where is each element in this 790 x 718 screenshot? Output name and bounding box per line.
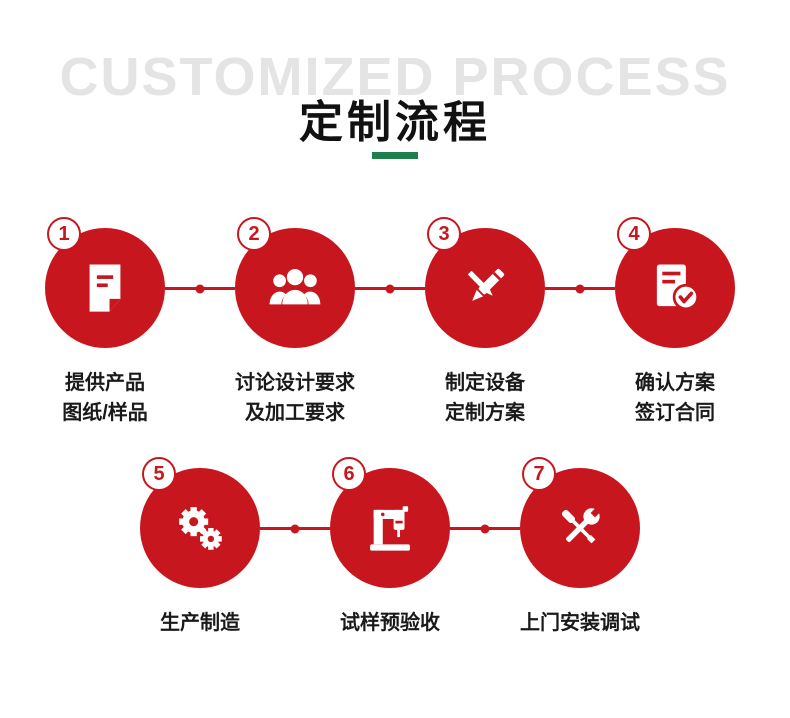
process-step-1: 1 提供产品 图纸/样品: [10, 217, 200, 428]
connector-dot: [290, 524, 300, 533]
step-circle: 1: [45, 217, 165, 348]
step-label: 制定设备 定制方案: [390, 368, 580, 428]
step-number-badge: 6: [332, 457, 366, 491]
process-step-2: 2 讨论设计要求 及加工要求: [200, 217, 390, 428]
step-number-badge: 3: [427, 217, 461, 251]
pen-icon: [468, 268, 505, 301]
step-label: 试样预验收: [295, 608, 485, 638]
step-number-badge: 4: [617, 217, 651, 251]
step-label: 讨论设计要求 及加工要求: [200, 368, 390, 428]
step-number: 5: [153, 462, 165, 485]
step-number-badge: 7: [522, 457, 556, 491]
connector-dot: [385, 284, 395, 293]
step-label-line: 及加工要求: [245, 402, 345, 424]
process-step-4: 4 确认方案 签订合同: [580, 217, 770, 428]
tools-icon: [561, 507, 601, 544]
step-number-badge: 2: [237, 217, 271, 251]
step-circle: 3: [425, 217, 545, 348]
gears-icon: [179, 507, 222, 550]
step-label-line: 试样预验收: [340, 612, 440, 634]
step-circle: 6: [330, 457, 450, 588]
step-label-line: 生产制造: [160, 612, 240, 634]
document-icon: [89, 264, 121, 312]
step-number: 2: [248, 222, 260, 245]
step-number: 4: [628, 222, 640, 245]
step-label-line: 确认方案: [635, 372, 715, 394]
step-label-line: 签订合同: [635, 402, 715, 424]
step-label-line: 提供产品: [65, 372, 145, 394]
step-label-line: 图纸/样品: [62, 402, 148, 424]
document-check-icon: [656, 264, 700, 311]
connector-line: [165, 284, 235, 293]
step-circle: 2: [235, 217, 355, 348]
connector-line: [355, 284, 425, 293]
process-step-3: 3 制定设备 定制方案: [390, 217, 580, 428]
step-circle: 5: [140, 457, 260, 588]
step-label: 生产制造: [105, 608, 295, 638]
connector-dot: [195, 284, 205, 293]
page-title: 定制流程: [299, 98, 491, 147]
connector-dot: [480, 524, 490, 533]
step-number: 7: [533, 462, 545, 485]
step-number-badge: 5: [142, 457, 176, 491]
title-underline: [372, 152, 418, 159]
connector-line: [450, 524, 520, 533]
process-step-7: 7 上门安装调试: [485, 457, 675, 638]
step-number: 6: [343, 462, 355, 485]
connector-dot: [575, 284, 585, 293]
people-icon: [269, 268, 321, 305]
watermark-text: CUSTOMIZED PROCESS: [59, 47, 731, 107]
step-label-line: 上门安装调试: [520, 612, 640, 634]
step-number-badge: 1: [47, 217, 81, 251]
process-step-6: 6 试样预验收: [295, 457, 485, 638]
step-label-line: 讨论设计要求: [235, 372, 355, 394]
step-circle: 4: [615, 217, 735, 348]
connector-line: [545, 284, 615, 293]
step-label: 确认方案 签订合同: [580, 368, 770, 428]
step-label: 提供产品 图纸/样品: [10, 368, 200, 428]
process-step-5: 5: [105, 457, 295, 638]
step-number: 1: [58, 222, 70, 245]
machine-icon: [370, 506, 410, 551]
step-label-line: 制定设备: [445, 372, 525, 394]
step-number: 3: [438, 222, 450, 245]
step-circle: 7: [520, 457, 640, 588]
step-label: 上门安装调试: [485, 608, 675, 638]
step-label-line: 定制方案: [445, 402, 525, 424]
connector-line: [260, 524, 330, 533]
